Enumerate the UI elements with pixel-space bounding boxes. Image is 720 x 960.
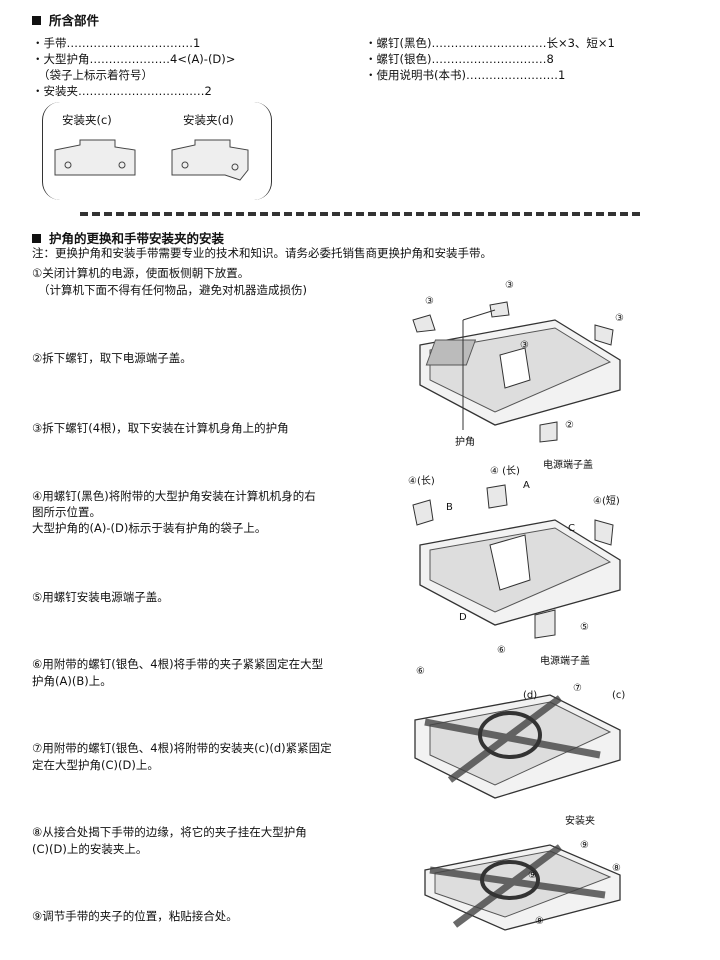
step-1-note: （计算机下面不得有任何物品，避免对机器造成损伤) — [38, 283, 307, 297]
parts-item: ・螺钉(银色)…………………………8 — [365, 52, 554, 66]
fig1-corner-label: 护角 — [455, 437, 475, 448]
fig2-label-a: A — [523, 480, 530, 491]
fig2-label-d: D — [459, 612, 467, 623]
fig1-label: ③ — [425, 296, 434, 307]
fig2-label-c: C — [568, 523, 575, 534]
parts-item: ・螺钉(黑色)…………………………长×3、短×1 — [365, 36, 615, 50]
figure-install-large-corners — [412, 484, 621, 639]
clip-illustration — [54, 139, 249, 181]
figure-remove-corners — [412, 301, 621, 443]
step-4: ④用螺钉(黑色)将附带的大型护角安装在计算机机身的右 — [32, 489, 316, 503]
step-4-line2: 图所示位置。 — [32, 505, 101, 519]
fig2-label: ⑤ — [580, 622, 589, 633]
parts-item: ・使用说明书(本书)……………………1 — [365, 68, 566, 82]
step-6-line2: 护角(A)(B)上。 — [32, 674, 112, 688]
clip-c-label: 安装夹(c) — [62, 113, 112, 127]
fig4-label: ⑨ — [528, 870, 537, 881]
parts-item-note: （袋子上标示着符号） — [38, 68, 153, 82]
step-6: ⑥用附带的螺钉(银色、4根)将手带的夹子紧紧固定在大型 — [32, 657, 324, 671]
parts-heading-text: 所含部件 — [49, 13, 100, 28]
fig2-label: ④(长) — [408, 476, 435, 487]
fig1-label: ③ — [505, 280, 514, 291]
step-7-line2: 定在大型护角(C)(D)上。 — [32, 758, 159, 772]
step-7: ⑦用附带的螺钉(银色、4根)将附带的安装夹(c)(d)紧紧固定 — [32, 741, 332, 755]
fig3-label: ⑥ — [497, 645, 506, 656]
parts-item: ・安装夹……………………………2 — [32, 84, 212, 98]
parts-item: ・手带……………………………1 — [32, 36, 201, 50]
step-4-line3: 大型护角的(A)-(D)标示于装有护角的袋子上。 — [32, 521, 267, 535]
fig2-label-b: B — [446, 502, 453, 513]
step-5: ⑤用螺钉安装电源端子盖。 — [32, 590, 169, 604]
parts-item: ・大型护角…………………4<(A)-(D)> — [32, 52, 236, 66]
install-heading: 护角的更换和手带安装夹的安装 — [32, 228, 224, 247]
fig2-label: ④(短) — [593, 496, 620, 507]
step-9: ⑨调节手带的夹子的位置，粘贴接合处。 — [32, 909, 238, 923]
step-1: ①关闭计算机的电源，使面板侧朝下放置。 — [32, 266, 250, 280]
fig1-cover-label: 电源端子盖 — [543, 460, 593, 471]
fig4-label: ⑨ — [580, 840, 589, 851]
install-heading-text: 护角的更换和手带安装夹的安装 — [49, 231, 225, 246]
clip-d-label: 安装夹(d) — [183, 113, 234, 127]
install-note: 注：更换护角和安装手带需要专业的技术和知识。请务必委托销售商更换护角和安装手带。 — [32, 246, 492, 260]
fig2-label: ④ (长) — [490, 466, 520, 477]
section-divider — [80, 212, 640, 216]
clip-illustration-frame — [42, 102, 272, 200]
fig3-clip-label: 安装夹 — [565, 816, 595, 827]
fig4-label: ⑧ — [612, 863, 621, 874]
parts-heading: 所含部件 — [32, 10, 99, 29]
fig3-label: ⑦ — [573, 683, 582, 694]
step-2: ②拆下螺钉，取下电源端子盖。 — [32, 351, 192, 365]
figure-attach-strap — [414, 694, 621, 799]
fig3-label-c: (c) — [612, 690, 626, 701]
fig1-label: ② — [565, 420, 574, 431]
fig3-label-d: (d) — [523, 690, 538, 701]
fig4-label: ⑧ — [535, 916, 544, 927]
figure-adjust-strap — [424, 844, 621, 931]
fig2-cover-label: 电源端子盖 — [540, 656, 590, 667]
step-3: ③拆下螺钉(4根)，取下安装在计算机身角上的护角 — [32, 421, 289, 435]
step-8: ⑧从接合处揭下手带的边缘，将它的夹子挂在大型护角 — [32, 825, 307, 839]
fig3-label: ⑥ — [416, 666, 425, 677]
fig1-label: ③ — [615, 313, 624, 324]
fig1-label: ③ — [520, 340, 529, 351]
step-8-line2: (C)(D)上的安装夹上。 — [32, 842, 148, 856]
